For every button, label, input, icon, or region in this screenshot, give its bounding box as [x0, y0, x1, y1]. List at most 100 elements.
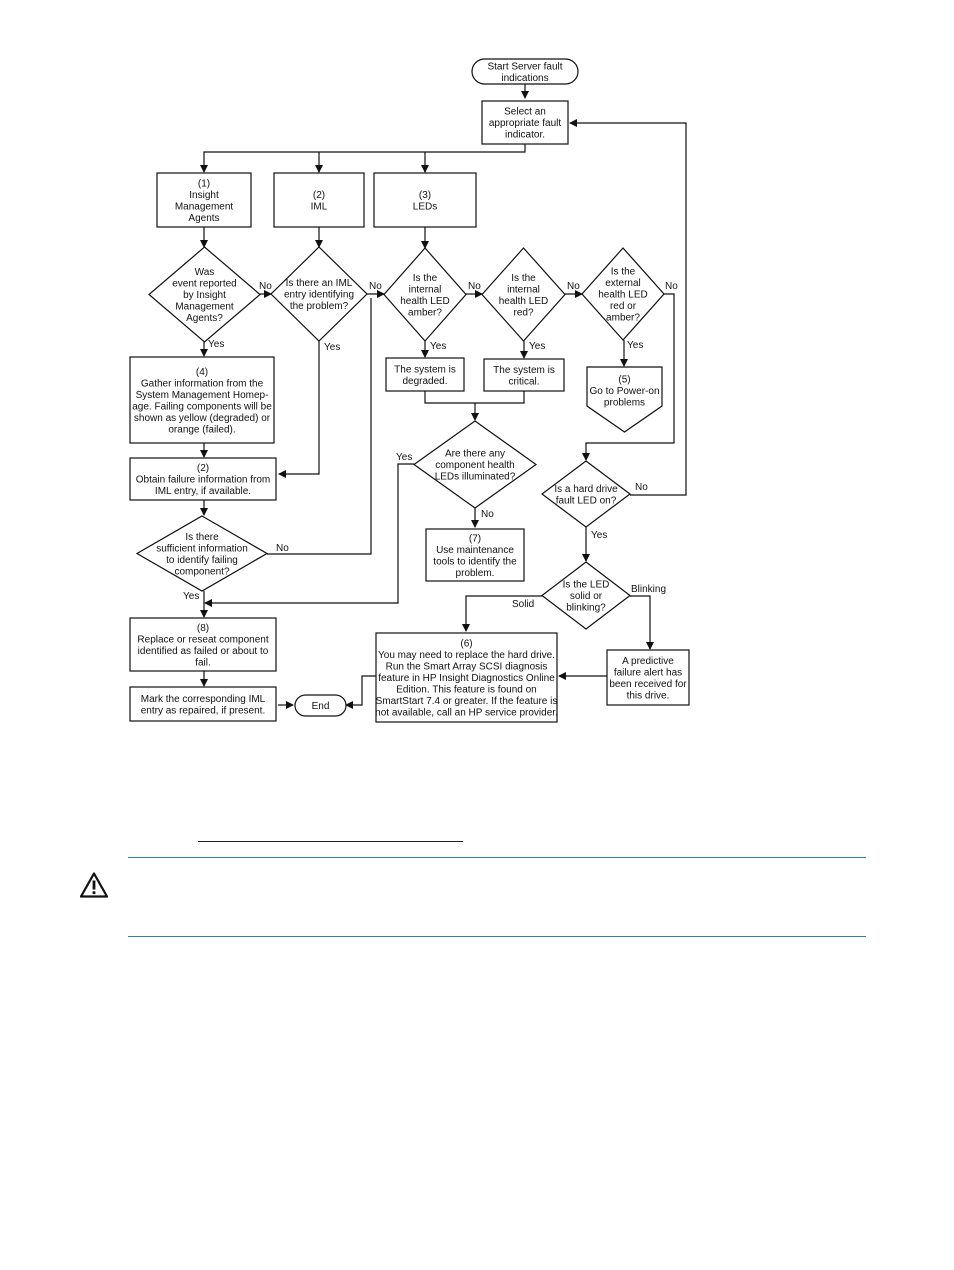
- node-d-event-text: Agents?: [186, 313, 223, 324]
- node-degraded-text: The system is: [394, 364, 456, 375]
- node-critical-text: critical.: [508, 376, 539, 387]
- node-d-imlentry-text: the problem?: [290, 301, 349, 312]
- node-d-ext-text: amber?: [606, 313, 640, 324]
- node-d-event-text: Was: [195, 267, 215, 278]
- node-predict-text: this drive.: [627, 690, 670, 701]
- node-poweron-text: (5): [618, 374, 630, 385]
- edge-label-no: No: [468, 281, 481, 292]
- node-d-event-text: event reported: [172, 279, 237, 290]
- node-d-comp-text: LEDs illuminated?: [435, 472, 516, 483]
- node-select-text: Select an: [504, 107, 546, 118]
- node-poweron-text: Go to Power-on: [589, 386, 659, 397]
- node-predict-text: failure alert has: [614, 667, 682, 678]
- node-ima-text: Management: [175, 201, 234, 212]
- edge-label-yes: Yes: [529, 341, 545, 352]
- node-replace-text: fail.: [195, 657, 211, 668]
- node-hdd6-text: not available, call an HP service provid…: [375, 708, 558, 719]
- connector-lines: [200, 84, 687, 709]
- node-select-shape: [481, 100, 569, 145]
- node-gather-text: age. Failing components will be: [132, 401, 272, 412]
- edge-label-solid: Solid: [512, 599, 534, 610]
- node-d-ext-text: health LED: [598, 290, 647, 301]
- edge-label-no: No: [665, 281, 678, 292]
- node-start-text: Start Server fault: [487, 61, 562, 72]
- node-obtain-shape: [129, 457, 277, 501]
- node-d-amber-text: health LED: [400, 296, 449, 307]
- node-critical-shape: [483, 358, 565, 392]
- node-obtain-text: (2): [197, 463, 209, 474]
- flowchart-shapes: [129, 58, 690, 723]
- node-d-imlentry-shape: [270, 246, 368, 342]
- node-d-ext-text: Is the: [611, 267, 636, 278]
- node-end-shape: [294, 694, 347, 717]
- node-d-comp-text: Are there any: [445, 449, 505, 460]
- node-d-ext-shape: [581, 247, 665, 341]
- node-d-ext-text: external: [605, 278, 641, 289]
- node-d-red-text: internal: [507, 284, 540, 295]
- node-replace-text: identified as failed or about to: [138, 646, 269, 657]
- edge-label-yes: Yes: [430, 341, 446, 352]
- node-critical-text: The system is: [493, 365, 555, 376]
- node-d-suff-text: component?: [174, 566, 229, 577]
- node-d-solid-shape: [541, 561, 631, 630]
- node-gather-text: System Management Homep-: [136, 390, 269, 401]
- edge-label-no: No: [635, 482, 648, 493]
- node-mark-text: entry as repaired, if present.: [141, 705, 266, 716]
- node-d-ext-text: red or: [610, 301, 637, 312]
- node-poweron-shape: [586, 366, 663, 433]
- node-d-event-text: Management: [175, 302, 234, 313]
- edge-label-yes: Yes: [183, 591, 199, 602]
- node-d-hdd-text: fault LED on?: [556, 495, 617, 506]
- node-replace-text: (8): [197, 623, 209, 634]
- node-iml-shape: [273, 172, 365, 228]
- node-hdd6-text: Edition. This feature is found on: [396, 685, 536, 696]
- node-gather-text: (4): [196, 367, 208, 378]
- edge-label-blinking: Blinking: [631, 584, 666, 595]
- node-d-suff-text: sufficient information: [156, 543, 248, 554]
- node-d-comp-text: component health: [435, 460, 515, 471]
- warning-triangle-icon: [80, 872, 108, 898]
- node-iml-text: (2): [313, 190, 325, 201]
- node-d-amber-text: Is the: [413, 273, 438, 284]
- node-maint-text: tools to identify the: [433, 556, 517, 567]
- node-maint-text: problem.: [456, 568, 495, 579]
- caution-top-rule: [128, 857, 866, 858]
- node-d-solid-text: blinking?: [566, 603, 606, 614]
- node-end-text: End: [312, 701, 330, 712]
- node-ima-text: (1): [198, 178, 210, 189]
- edge-label-no: No: [259, 281, 272, 292]
- node-maint-text: (7): [469, 533, 481, 544]
- node-leds-shape: [373, 172, 477, 228]
- node-ima-text: Insight: [189, 190, 219, 201]
- node-gather-shape: [129, 356, 275, 444]
- node-leds-text: LEDs: [413, 201, 437, 212]
- node-d-hdd-shape: [541, 460, 631, 528]
- node-d-hdd-text: Is a hard drive: [554, 484, 618, 495]
- caution-bottom-rule: [128, 936, 866, 937]
- node-d-solid-text: solid or: [570, 591, 603, 602]
- node-degraded-shape: [385, 357, 465, 392]
- node-d-amber-shape: [383, 247, 467, 342]
- node-degraded-text: degraded.: [402, 376, 447, 387]
- node-d-event-text: by Insight: [183, 290, 226, 301]
- node-poweron-text: problems: [604, 397, 645, 408]
- node-hdd6-text: feature in HP Insight Diagnostics Online: [378, 673, 555, 684]
- node-replace-shape: [129, 617, 277, 672]
- node-ima-shape: [156, 172, 252, 228]
- node-iml-text: IML: [311, 201, 328, 212]
- edge-label-yes: Yes: [208, 339, 224, 350]
- node-d-amber-text: amber?: [408, 307, 442, 318]
- edge-label-no: No: [276, 543, 289, 554]
- node-d-solid-text: Is the LED: [563, 580, 610, 591]
- node-mark-shape: [129, 686, 277, 722]
- node-predict-text: been received for: [609, 679, 687, 690]
- node-hdd6-text: You may need to replace the hard drive.: [378, 650, 555, 661]
- node-d-suff-shape: [135, 515, 269, 592]
- node-obtain-text: IML entry, if available.: [155, 486, 251, 497]
- node-gather-text: shown as yellow (degraded) or: [134, 413, 271, 424]
- node-maint-shape: [425, 528, 525, 582]
- link-underline: [198, 841, 463, 842]
- node-predict-text: A predictive: [622, 656, 674, 667]
- edge-label-yes: Yes: [591, 530, 607, 541]
